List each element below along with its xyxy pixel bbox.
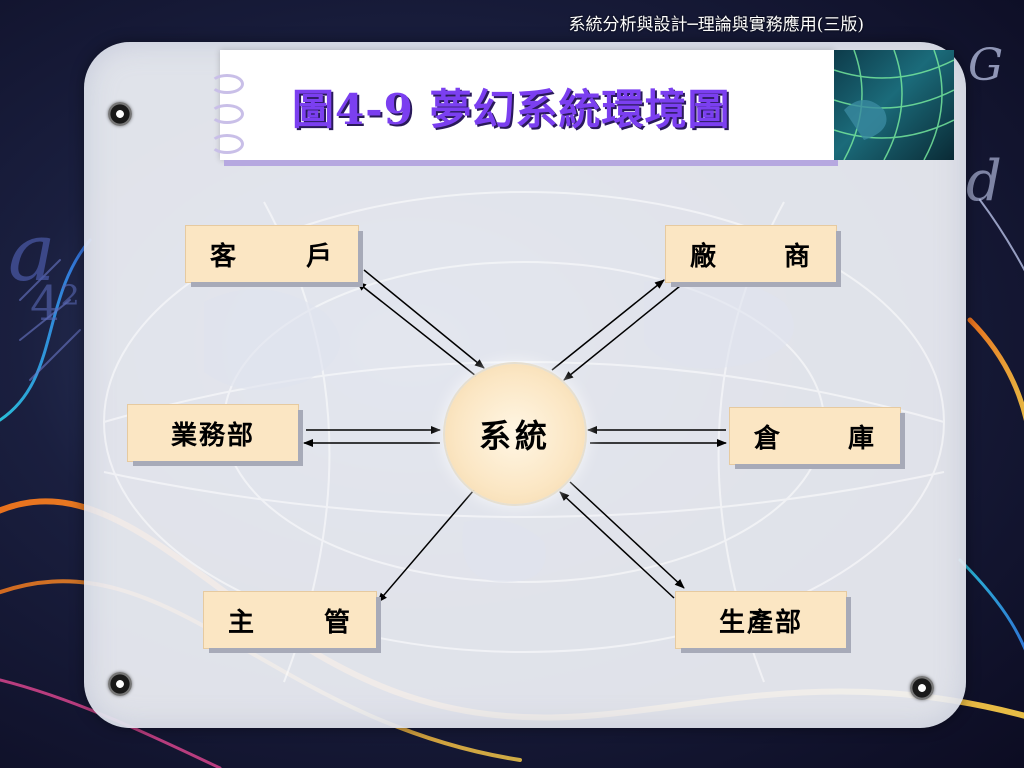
node-vendor: 廠 商 (666, 226, 836, 282)
node-production: 生產部 (676, 592, 846, 648)
decor-glyph-a: a (8, 206, 56, 299)
globe-thumbnail (834, 50, 954, 160)
node-customer-char1: 客 (210, 241, 239, 272)
decor-glyph-g: G (968, 40, 1003, 91)
binder-ring-icon (210, 74, 244, 94)
node-customer-char2: 戶 (305, 241, 334, 272)
screw-icon (108, 102, 132, 126)
node-manager-char1: 主 (228, 607, 257, 638)
screw-icon (910, 676, 934, 700)
node-warehouse-char2: 庫 (847, 423, 876, 454)
node-sales-label: 業務部 (170, 420, 255, 451)
node-customer: 客 戶 (186, 226, 358, 282)
node-production-label: 生產部 (718, 607, 803, 638)
slide-title: 圖4-9 夢幻系統環境圖 (292, 85, 731, 134)
globe-grid-icon (834, 50, 954, 160)
node-system-label: 系統 (478, 417, 551, 455)
book-title: 系統分析與設計─理論與實務應用(三版) (568, 15, 865, 35)
node-manager: 主 管 (204, 592, 376, 648)
node-manager-char2: 管 (323, 607, 352, 638)
node-warehouse: 倉 庫 (730, 408, 900, 464)
node-vendor-char1: 廠 (690, 241, 719, 272)
decor-glyph-digits: 4² (30, 276, 80, 332)
node-sales: 業務部 (128, 405, 298, 461)
screw-icon (108, 672, 132, 696)
node-system: 系統 (445, 364, 585, 504)
binder-ring-icon (210, 134, 244, 154)
node-warehouse-char1: 倉 (754, 423, 783, 454)
node-vendor-char2: 商 (783, 241, 812, 272)
binder-ring-icon (210, 104, 244, 124)
decor-glyph-d: d (966, 149, 1002, 214)
title-card: 圖4-9 夢幻系統環境圖 (220, 50, 834, 160)
